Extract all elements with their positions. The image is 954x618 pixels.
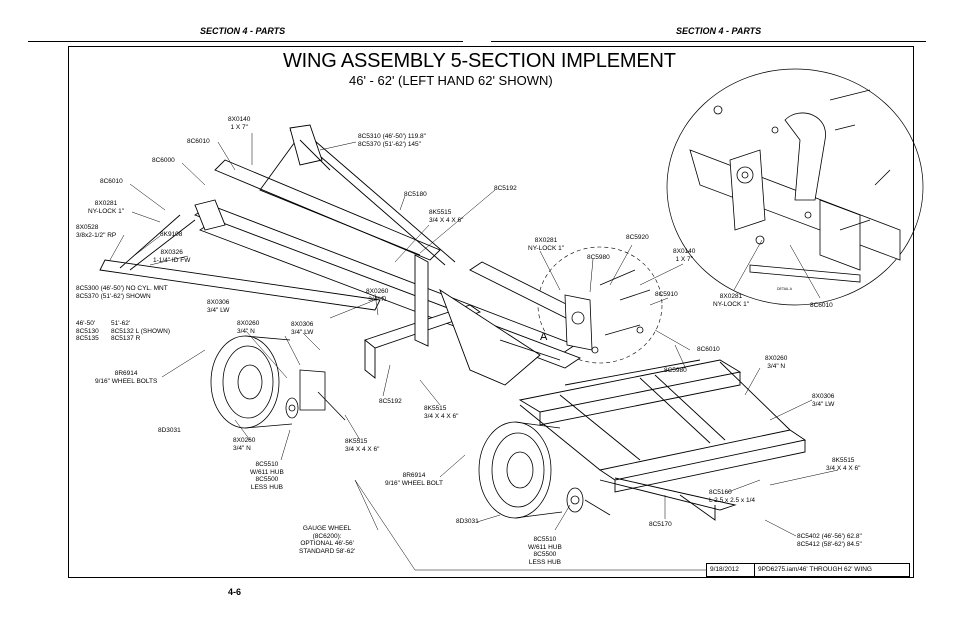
callout-8c5192-upper: 8C5192 [494, 185, 517, 192]
callout-8x0326: 8X0326 1-1/4" ID FW [153, 249, 191, 264]
callout-8c5300-frame: 8C5300 (46'-50') NO CYL. MNT 8C5370 (51'… [76, 285, 168, 300]
callout-8r6914-left: 8R6914 9/16" WHEEL BOLTS [95, 370, 158, 385]
callout-8x0260-mid: 8X0260 3/4" N [237, 320, 260, 335]
callout-8c5402-angle: 8C5402 (46'-56') 62.8" 8C5412 (58'-62') … [797, 533, 862, 548]
callout-8x0260-right: 8X0260 3/4" N [765, 355, 788, 370]
callout-8c6010-right: 8C6010 [697, 346, 720, 353]
callout-8k5515-right: 8K5515 3/4 X 4 X 6" [826, 457, 861, 472]
callout-8x0260-lower: 8X0260 3/4" N [233, 437, 256, 452]
callout-8c6010-top: 8C6010 [187, 138, 210, 145]
callout-8k5515-upper: 8K5515 3/4 X 4 X 6" [429, 209, 464, 224]
callout-8x0140-right: 8X0140 1 X 7" [673, 248, 696, 263]
title-block-file: 9PD6275.iam/46' THROUGH 62' WING [754, 563, 910, 577]
callout-8c5310-hitch: 8C5310 (46'-50') 119.8" 8C5370 (51'-62')… [358, 133, 426, 148]
callout-8k5515-center: 8K5515 3/4 X 4 X 6" [424, 405, 459, 420]
callout-8x0140-bolt: 8X0140 1 X 7" [228, 116, 251, 131]
callout-8c5192-lower: 8C5192 [379, 398, 402, 405]
detail-a-circle [666, 68, 924, 306]
drawing-frame [68, 46, 914, 578]
callout-gauge-wheel: GAUGE WHEEL (8C6200): OPTIONAL 46'-56' S… [299, 525, 356, 555]
detail-a-label: DETAIL A [777, 287, 792, 291]
callout-8d3031-left: 8D3031 [158, 427, 181, 434]
header-rule-left [28, 41, 463, 42]
drawing-title: WING ASSEMBLY 5-SECTION IMPLEMENT [283, 50, 676, 72]
callout-8x0528: 8X0528 3/8x2-1/2" RP [76, 224, 117, 239]
callout-8c6000: 8C6000 [152, 157, 175, 164]
callout-8c5510-left-hub: 8C5510 W/611 HUB 8C5500 LESS HUB [250, 461, 284, 491]
callout-8c5980-upper: 8C5980 [587, 254, 610, 261]
wing-section-frame [518, 359, 807, 521]
callout-8c5980-lower: 8C5980 [664, 367, 687, 374]
leader-lines [109, 133, 839, 571]
detail-a-reference-circle [537, 246, 663, 364]
title-block-date: 9/18/2012 [706, 563, 755, 577]
center-wheel [478, 421, 611, 519]
callout-8c5170: 8C5170 [649, 521, 672, 528]
callout-8c5920: 8C5920 [626, 234, 649, 241]
detail-a-parts [689, 89, 901, 283]
header-left: SECTION 4 - PARTS [200, 26, 286, 36]
callout-8c6010-detail: 8C6010 [810, 302, 833, 309]
callout-8c5180: 8C5180 [404, 191, 427, 198]
left-wheel [210, 335, 346, 429]
callout-8x0281-center: 8X0281 NY-LOCK 1" [528, 237, 565, 252]
callout-8r6914-center: 8R6914 9/16" WHEEL BOLT [385, 472, 443, 487]
detail-a-inset-parts [564, 269, 651, 354]
callout-section-table-sizes: 46'-50' 8C5130 8C5135 [76, 320, 99, 343]
drawing-subtitle: 46' - 62' (LEFT HAND 62' SHOWN) [349, 73, 553, 88]
callout-8x0281-left: 8X0281 NY-LOCK 1" [88, 200, 125, 215]
callout-8x0306-mid: 8X0306 3/4" LW [291, 321, 314, 336]
callout-8k9108: 8K9108 [160, 231, 183, 238]
header-right: SECTION 4 - PARTS [676, 26, 762, 36]
main-frame [99, 124, 583, 386]
page-number: 4-6 [228, 587, 242, 597]
callout-8k5515-lower-left: 8K5515 3/4 X 4 X 6" [345, 438, 380, 453]
callout-8c6010-left: 8C6010 [100, 178, 123, 185]
callout-8x0281-detail: 8X0281 NY-LOCK 1" [713, 293, 750, 308]
callout-8d3031-center: 8D3031 [456, 518, 479, 525]
callout-8x0306-left: 8X0306 3/4" LW [207, 299, 230, 314]
callout-8c5510-center-hub: 8C5510 W/611 HUB 8C5500 LESS HUB [528, 536, 562, 566]
callout-8x0260-upper: 8X0260 3/4" N [366, 288, 389, 303]
detail-a-callout-letter: A [540, 331, 548, 343]
callout-8c5160: 8C5160 L 2.5 x 2.5 x 1/4 [709, 489, 756, 504]
callout-8x0306-right: 8X0306 3/4" LW [812, 393, 835, 408]
header-rule-right [491, 41, 926, 42]
callout-8c5910: 8C5910 [655, 291, 678, 298]
callout-section-table-parts: 51'-62' 8C5132 L (SHOWN) 8C5137 R [111, 320, 170, 343]
